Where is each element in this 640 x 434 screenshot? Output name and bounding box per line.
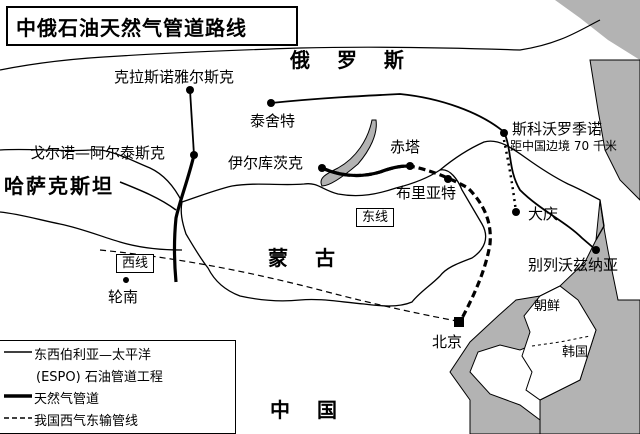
taishet-marker [267, 99, 275, 107]
chita-marker [406, 162, 414, 170]
gas-pipeline-west [172, 154, 196, 283]
russia-kazakh-border [0, 148, 183, 203]
legend-label-espo-cont: (ESPO) 石油管道工程 [36, 370, 163, 385]
label-vladivostok: 别列沃兹纳亚 [528, 256, 619, 274]
legend-label-west-east: 我国西气东输管线 [34, 414, 139, 429]
legend-item-espo: 东西伯利亚—太平洋 [4, 349, 151, 362]
buryatia-marker [444, 175, 452, 183]
espo-oil-pipeline [270, 93, 597, 251]
daqing-marker [512, 208, 520, 216]
legend-label-espo: 东西伯利亚—太平洋 [34, 348, 152, 363]
vladivostok-marker [592, 246, 600, 254]
pipeline-krasnoyarsk [189, 89, 195, 156]
lunnan-marker [123, 277, 129, 283]
pipeline-kazakh-branch [119, 181, 177, 211]
region-russia: 俄 罗 斯 [290, 48, 414, 72]
sea-okhotsk [589, 59, 640, 201]
mongolia-border [180, 169, 487, 307]
legend-label-gas: 天然气管道 [34, 392, 100, 407]
skovorodino-marker [500, 129, 508, 137]
gorno-altaysk-marker [190, 151, 198, 159]
label-gorno-altaysk: 戈尔诺—阿尔泰斯克 [30, 144, 166, 162]
coast-north [0, 19, 601, 71]
legend: 东西伯利亚—太平洋 (ESPO) 石油管道工程 天然气管道 我国西气东输管线 [0, 340, 236, 434]
legend-item-espo-cont: (ESPO) 石油管道工程 [36, 371, 163, 384]
legend-item-west-east: 我国西气东输管线 [4, 415, 138, 428]
label-skovorodino: 斯科沃罗季诺 [512, 120, 603, 138]
region-mongolia: 蒙 古 [268, 246, 345, 270]
label-beijing: 北京 [432, 333, 463, 351]
china-russia-border-east [439, 140, 605, 241]
map-title: 中俄石油天然气管道路线 [6, 6, 298, 46]
krasnoyarsk-marker [186, 86, 194, 94]
china-west-border [0, 211, 183, 251]
lake-baikal [320, 119, 377, 187]
legend-item-gas: 天然气管道 [4, 393, 99, 406]
region-china: 中 国 [270, 398, 347, 422]
label-taishet: 泰舍特 [250, 112, 296, 130]
label-south-korea: 韩国 [562, 345, 589, 360]
label-north-korea: 朝鲜 [534, 299, 561, 314]
west-east-gas-line [99, 249, 463, 323]
label-chita: 赤塔 [390, 138, 421, 156]
route-label-east: 东线 [356, 208, 395, 227]
korea-border [531, 335, 591, 347]
label-buryatia: 布里亚特 [396, 184, 457, 202]
route-label-west: 西线 [116, 254, 155, 273]
region-kazakhstan: 哈萨克斯坦 [4, 174, 114, 198]
korea-peninsula [521, 285, 597, 401]
label-irkutsk: 伊尔库茨克 [228, 154, 304, 172]
gas-pipeline-east-solid [321, 164, 411, 178]
label-border-note: 距中国边境 70 千米 [510, 139, 617, 153]
sea-north [555, 0, 640, 60]
irkutsk-marker [318, 164, 326, 172]
beijing-marker [454, 317, 464, 327]
label-daqing: 大庆 [528, 205, 559, 223]
label-lunnan: 轮南 [108, 288, 139, 306]
label-krasnoyarsk: 克拉斯诺雅尔斯克 [114, 68, 235, 86]
